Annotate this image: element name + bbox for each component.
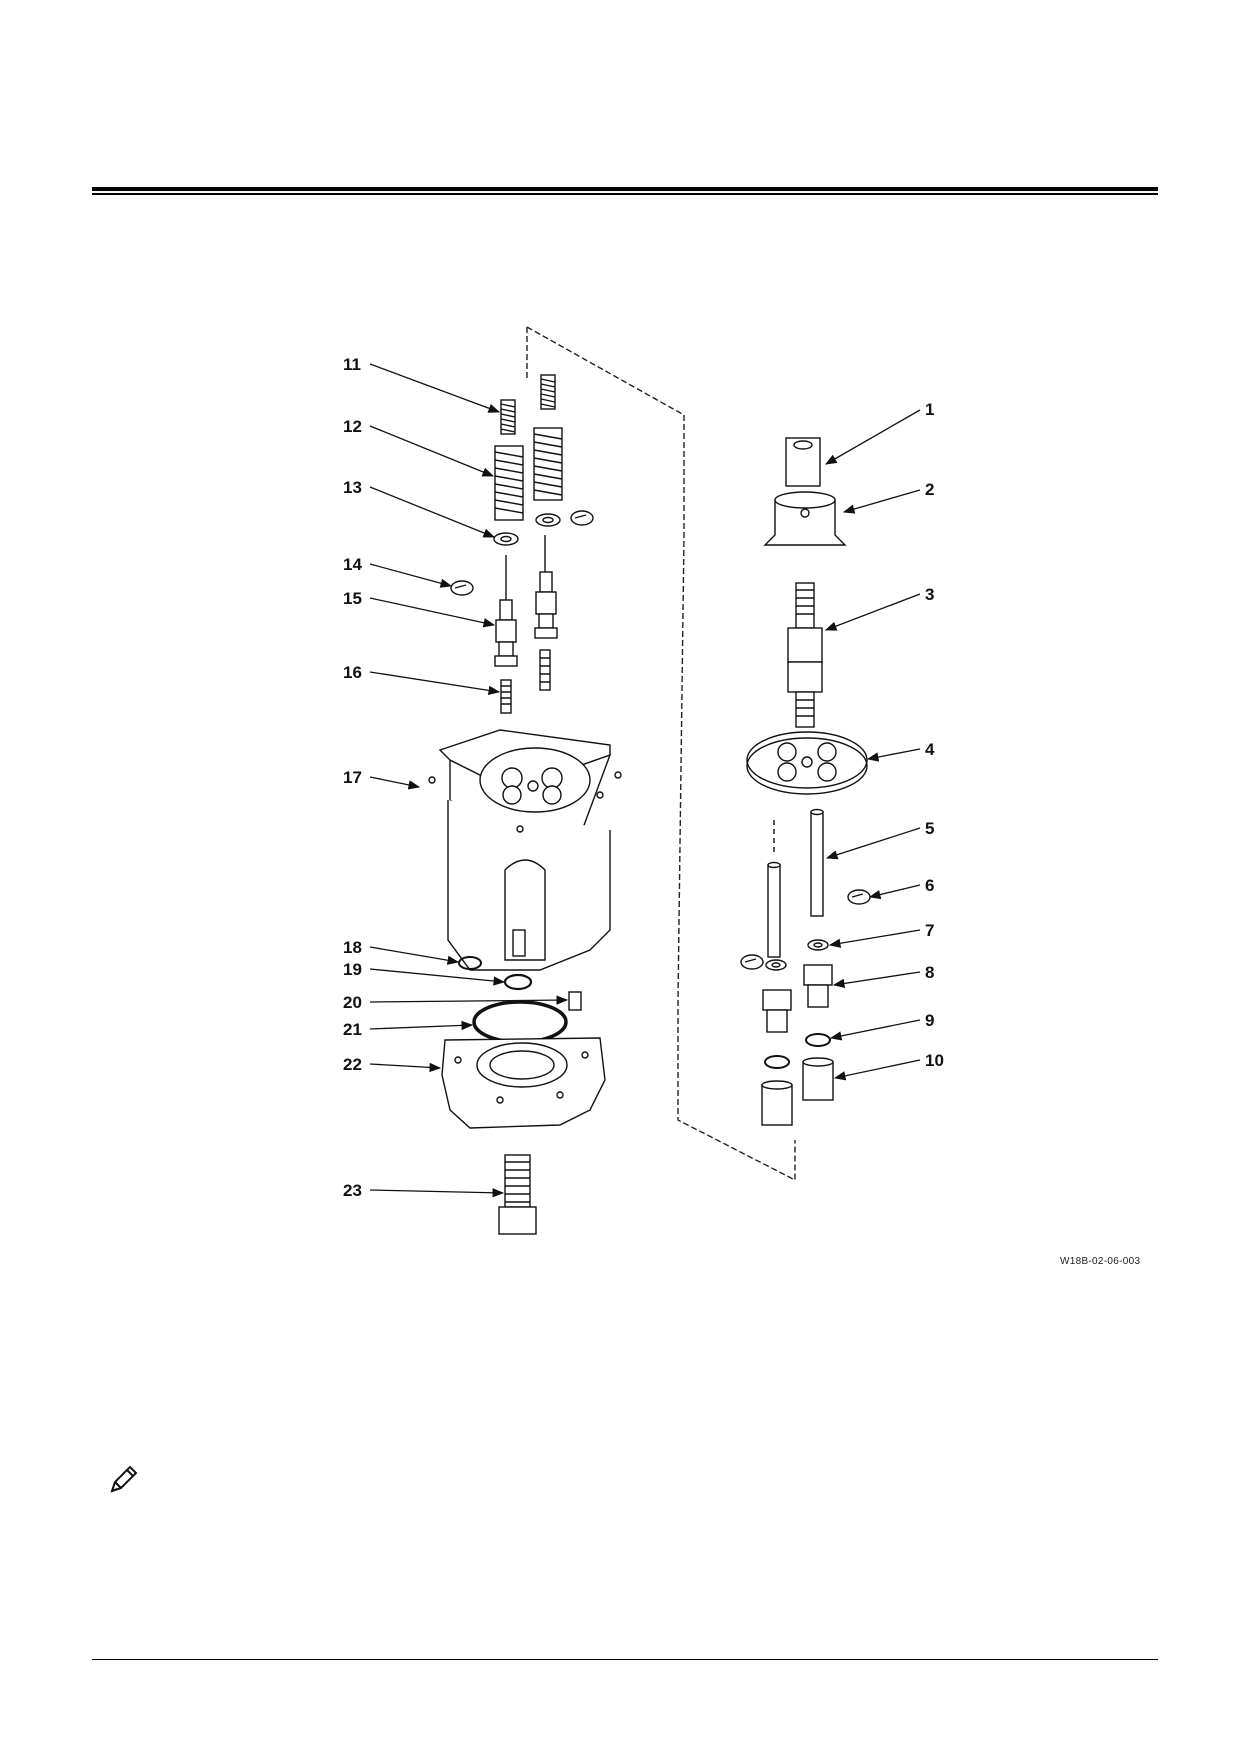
part-4-plate [746,731,868,795]
callout-1: 1 [925,400,934,419]
header-rule-thick [92,187,1158,191]
callout-15: 15 [343,589,362,608]
callout-10: 10 [925,1051,944,1070]
part-13-washers [493,513,561,546]
part-15-spools [494,535,558,667]
part-8-plugs [762,964,833,1033]
part-19-oring [503,973,533,991]
callout-6: 6 [925,876,934,895]
callout-3: 3 [925,585,934,604]
callout-11: 11 [343,355,361,374]
callout-16: 16 [343,663,362,682]
callout-22: 22 [343,1055,362,1074]
part-5-pushrods [767,808,824,958]
callout-8: 8 [925,963,934,982]
callout-2: 2 [925,480,934,499]
callout-14: 14 [343,555,362,574]
callout-4: 4 [925,740,935,759]
part-7-washers [765,939,829,971]
callout-13: 13 [343,478,362,497]
part-11-springs-small [500,374,556,435]
header-rule-thin [92,193,1158,195]
callout-18: 18 [343,938,362,957]
callout-9: 9 [925,1011,934,1030]
part-1-nut [785,437,821,487]
part-23-plug [498,1154,537,1235]
part-17-housing [428,729,622,971]
part-12-springs-large [494,427,563,521]
callout-19: 19 [343,960,362,979]
callout-labels: 1 2 3 4 5 6 7 8 9 10 11 12 13 14 15 16 1… [343,355,944,1200]
callout-12: 12 [343,417,362,436]
callout-20: 20 [343,993,362,1012]
part-16-pins [500,649,551,714]
callout-23: 23 [343,1181,362,1200]
leader-arrows [369,363,921,1198]
footer-rule [92,1659,1158,1660]
pencil-note-icon [110,1465,138,1493]
part-20-pin [568,991,582,1011]
part-22-cover [441,1037,606,1129]
part-6-retainers [740,889,871,970]
callout-5: 5 [925,819,934,838]
callout-17: 17 [343,768,362,787]
part-3-joint [787,582,823,728]
part-2-cap [763,491,847,546]
assembly-separator-line [526,326,796,1182]
callout-7: 7 [925,921,934,940]
figure-code: W18B-02-06-003 [1060,1256,1141,1267]
part-21-oring-large [472,1000,568,1044]
part-14-retainers [450,510,594,596]
callout-21: 21 [343,1020,362,1039]
part-10-sleeves [761,1057,834,1126]
